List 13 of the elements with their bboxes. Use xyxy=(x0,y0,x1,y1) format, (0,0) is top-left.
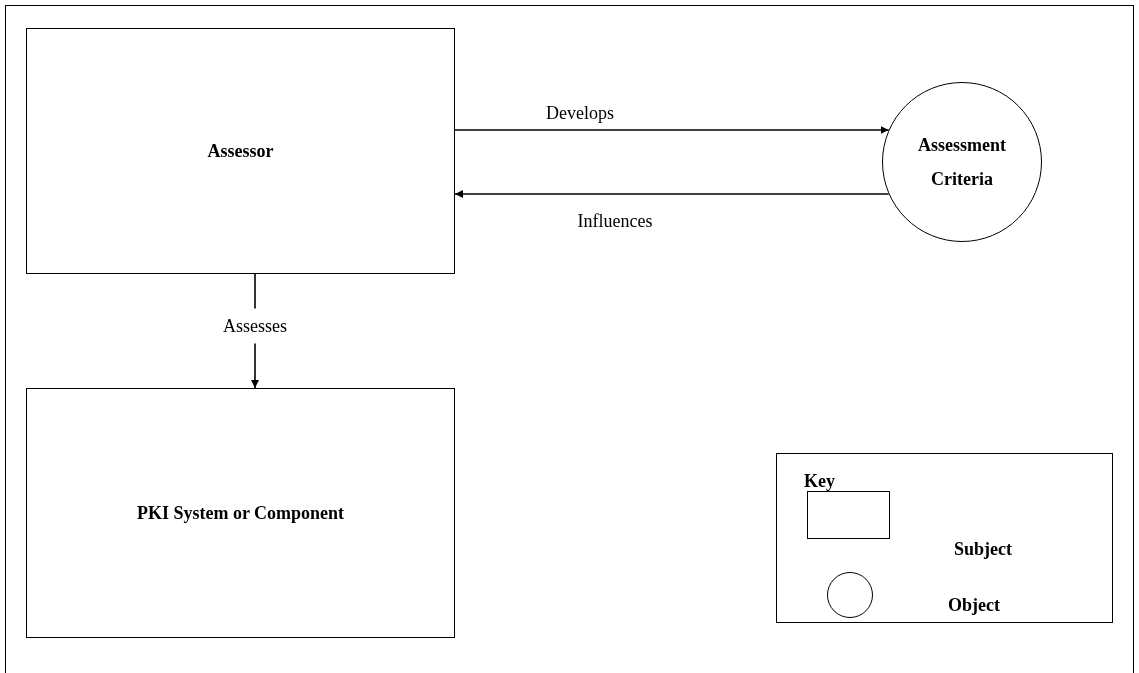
node-label: Assessor xyxy=(207,140,274,163)
key-box xyxy=(776,453,1113,623)
edge-label: Influences xyxy=(576,209,654,233)
node-label: Assessment Criteria xyxy=(917,134,1007,191)
arrow xyxy=(454,126,890,134)
subject-box xyxy=(26,388,455,638)
arrow xyxy=(454,190,890,198)
legend-label: Object xyxy=(948,594,1000,617)
edge-label: Develops xyxy=(545,101,615,125)
subject-box xyxy=(26,28,455,274)
legend-label: Subject xyxy=(954,538,1012,561)
key-heading: Key xyxy=(804,470,835,493)
node-label: PKI System or Component xyxy=(136,502,345,525)
